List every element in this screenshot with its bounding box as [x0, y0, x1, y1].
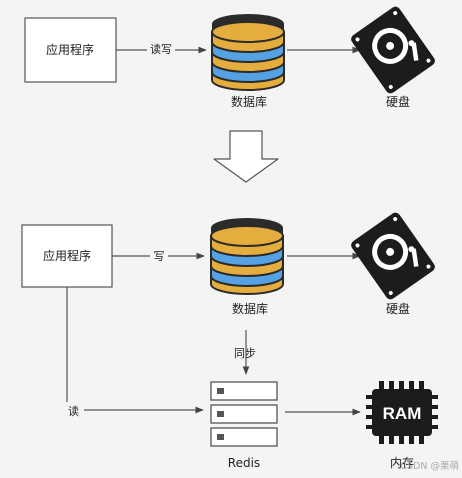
redis-label: Redis — [228, 456, 260, 470]
bottom-db-label: 数据库 — [232, 301, 268, 316]
bottom-edge-db-redis-label: 同步 — [234, 347, 256, 360]
ram-chip-icon: RAM — [366, 381, 438, 444]
bottom-edge-app-redis — [66, 287, 204, 414]
bottom-disk-label: 硬盘 — [386, 301, 410, 316]
ram-chip-text: RAM — [383, 404, 422, 423]
top-disk-label: 硬盘 — [386, 94, 410, 109]
top-edge-app-db-label: 读写 — [150, 42, 172, 56]
server-rack-icon — [210, 381, 278, 447]
top-app-node: 应用程序 — [24, 17, 117, 83]
bottom-hard-drive-icon — [349, 210, 437, 302]
top-app-label: 应用程序 — [46, 42, 94, 57]
ram-label: 内存 — [390, 456, 414, 470]
bottom-database-icon — [210, 217, 284, 295]
bottom-app-node: 应用程序 — [21, 224, 113, 288]
top-db-label: 数据库 — [231, 94, 267, 109]
bottom-app-label: 应用程序 — [43, 248, 91, 263]
top-hard-drive-icon — [349, 4, 437, 96]
watermark: CSDN @栗萌 — [400, 460, 459, 472]
bottom-edge-app-db-label: 写 — [154, 250, 165, 263]
down-arrow-icon — [213, 130, 279, 183]
top-database-icon — [211, 13, 285, 91]
bottom-edge-app-redis-label: 读 — [68, 404, 79, 418]
